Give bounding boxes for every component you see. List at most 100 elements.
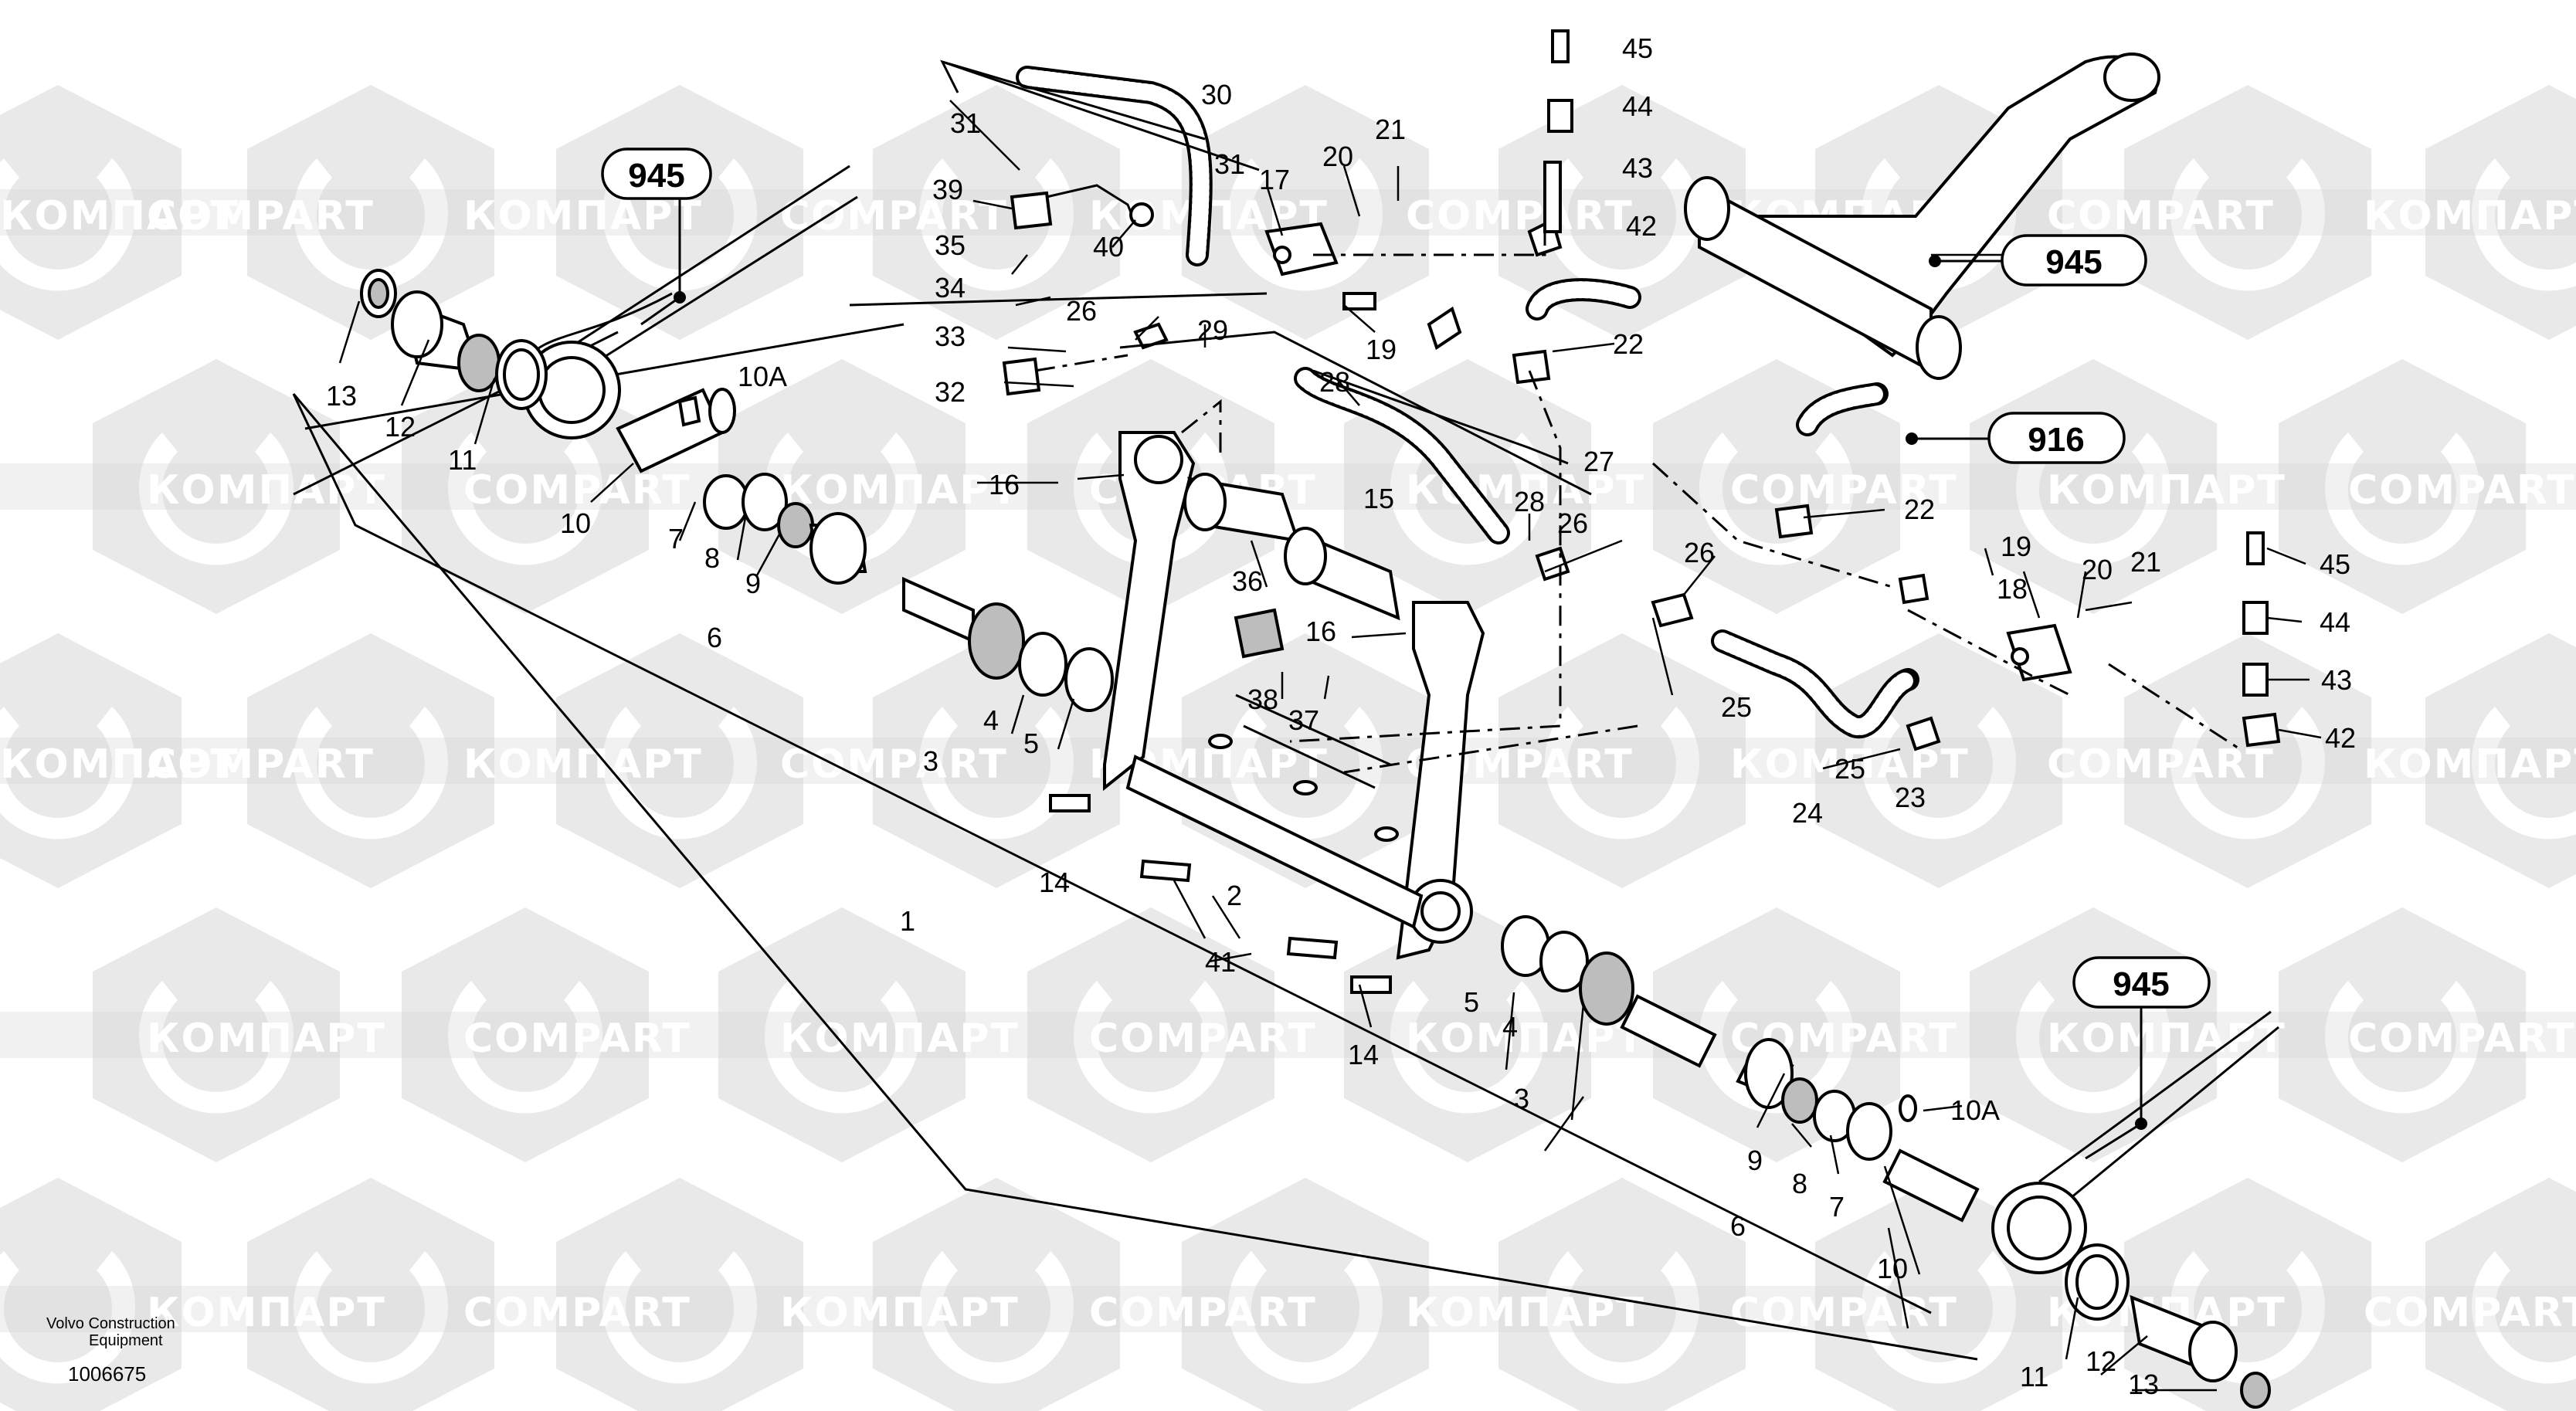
callout-4: 4 xyxy=(983,704,999,736)
svg-text:COMPART: COMPART xyxy=(463,1016,691,1062)
reference-916[interactable]: 916 xyxy=(1906,412,2126,464)
right-arm-boss xyxy=(1991,1010,2279,1274)
svg-text:COMPART: COMPART xyxy=(1089,1016,1317,1062)
callout-7: 7 xyxy=(1829,1191,1845,1223)
callout-6: 6 xyxy=(1730,1210,1746,1242)
callout-42: 42 xyxy=(2325,722,2356,754)
callout-41: 41 xyxy=(1205,946,1236,978)
left-pin-parts xyxy=(360,269,1114,712)
svg-text:КОМПАРТ: КОМПАРТ xyxy=(2047,467,2286,514)
svg-text:КОМПАРТ: КОМПАРТ xyxy=(1730,741,1970,788)
callout-19: 19 xyxy=(2001,531,2031,562)
svg-text:COMPART: COMPART xyxy=(463,1290,691,1336)
callout-11: 11 xyxy=(2020,1361,2048,1392)
callout-10A: 10A xyxy=(738,361,787,392)
callout-32: 32 xyxy=(935,376,966,408)
callout-14: 14 xyxy=(1039,867,1070,898)
callout-15: 15 xyxy=(1363,483,1394,514)
callout-16: 16 xyxy=(1305,616,1336,647)
callout-5: 5 xyxy=(1023,728,1039,759)
callout-37: 37 xyxy=(1288,704,1319,736)
callout-28: 28 xyxy=(1319,366,1350,398)
right-pin-parts xyxy=(1501,915,2271,1409)
maker-name: Volvo Construction xyxy=(46,1315,175,1332)
leader-lines xyxy=(338,100,2322,1392)
callout-26: 26 xyxy=(1557,507,1588,539)
callout-43: 43 xyxy=(2321,664,2352,696)
callout-4: 4 xyxy=(1502,1011,1518,1043)
reference-945-upper-right[interactable]: 945 xyxy=(1929,234,2147,287)
svg-text:COMPART: COMPART xyxy=(2348,467,2576,514)
callout-17: 17 xyxy=(1259,164,1290,195)
callout-27: 27 xyxy=(1583,446,1614,477)
callout-24: 24 xyxy=(1792,797,1823,829)
callout-13: 13 xyxy=(2128,1369,2159,1400)
svg-text:COMPART: COMPART xyxy=(147,193,375,239)
svg-text:КОМПАРТ: КОМПАРТ xyxy=(147,1290,386,1336)
svg-text:COMPART: COMPART xyxy=(2047,193,2275,239)
reference-label: 916 xyxy=(2028,421,2084,459)
callout-6: 6 xyxy=(707,622,722,653)
callout-5: 5 xyxy=(1464,986,1479,1018)
svg-text:COMPART: COMPART xyxy=(780,193,1008,239)
callout-44: 44 xyxy=(2320,606,2350,638)
callout-19: 19 xyxy=(1366,334,1397,365)
svg-text:КОМПАРТ: КОМПАРТ xyxy=(147,467,386,514)
callout-45: 45 xyxy=(2320,548,2350,580)
svg-text:COMPART: COMPART xyxy=(1730,1290,1958,1336)
callout-12: 12 xyxy=(2086,1345,2116,1377)
svg-text:КОМПАРТ: КОМПАРТ xyxy=(0,741,239,788)
svg-text:COMPART: COMPART xyxy=(463,467,691,514)
callout-10A: 10A xyxy=(1950,1094,2000,1126)
callout-8: 8 xyxy=(704,542,720,574)
svg-text:КОМПАРТ: КОМПАРТ xyxy=(2047,1016,2286,1062)
callout-14: 14 xyxy=(1348,1039,1379,1070)
svg-text:КОМПАРТ: КОМПАРТ xyxy=(147,1016,386,1062)
svg-text:COMPART: COMPART xyxy=(1730,467,1958,514)
callout-29: 29 xyxy=(1197,314,1228,346)
callout-22: 22 xyxy=(1904,494,1935,525)
maker-subtitle: Equipment xyxy=(89,1332,163,1349)
svg-text:КОМПАРТ: КОМПАРТ xyxy=(0,193,239,239)
callout-33: 33 xyxy=(935,321,966,352)
callout-31: 31 xyxy=(1214,148,1245,180)
callout-35: 35 xyxy=(935,229,966,261)
svg-text:COMPART: COMPART xyxy=(1089,1290,1317,1336)
callout-12: 12 xyxy=(385,411,416,443)
svg-text:КОМПАРТ: КОМПАРТ xyxy=(780,1290,1020,1336)
svg-text:COMPART: COMPART xyxy=(2348,1016,2576,1062)
callout-40: 40 xyxy=(1093,231,1124,263)
connection-lines xyxy=(940,59,2241,774)
callout-2: 2 xyxy=(1227,880,1242,911)
reference-945-upper-left[interactable]: 945 xyxy=(601,148,712,326)
callout-39: 39 xyxy=(932,174,963,205)
callout-42: 42 xyxy=(1626,210,1657,242)
svg-text:COMPART: COMPART xyxy=(2364,1290,2576,1336)
svg-text:КОМПАРТ: КОМПАРТ xyxy=(780,1016,1020,1062)
callout-3: 3 xyxy=(1514,1083,1529,1114)
left-arm-boss xyxy=(522,165,858,439)
callout-36: 36 xyxy=(1232,565,1263,597)
callout-31: 31 xyxy=(950,107,981,139)
callout-45: 45 xyxy=(1622,32,1653,64)
svg-text:КОМПАРТ: КОМПАРТ xyxy=(780,467,1020,514)
reference-945-lower-right[interactable]: 945 xyxy=(2072,956,2211,1160)
footer: Volvo Construction Equipment 1006675 xyxy=(46,1315,175,1386)
callout-7: 7 xyxy=(668,523,684,555)
callout-30: 30 xyxy=(1201,79,1232,110)
reference-label: 945 xyxy=(2045,243,2102,281)
svg-text:COMPART: COMPART xyxy=(147,741,375,788)
callout-20: 20 xyxy=(2082,554,2113,585)
svg-text:COMPART: COMPART xyxy=(1406,193,1634,239)
callout-3: 3 xyxy=(923,745,938,777)
callout-1: 1 xyxy=(900,905,915,937)
svg-text:КОМПАРТ: КОМПАРТ xyxy=(463,741,703,788)
drawing-number: 1006675 xyxy=(68,1362,146,1386)
callout-43: 43 xyxy=(1622,152,1653,184)
svg-text:КОМПАРТ: КОМПАРТ xyxy=(2364,741,2576,788)
boom-arm xyxy=(1684,53,2160,380)
callout-9: 9 xyxy=(745,568,761,599)
svg-text:КОМПАРТ: КОМПАРТ xyxy=(2364,193,2576,239)
